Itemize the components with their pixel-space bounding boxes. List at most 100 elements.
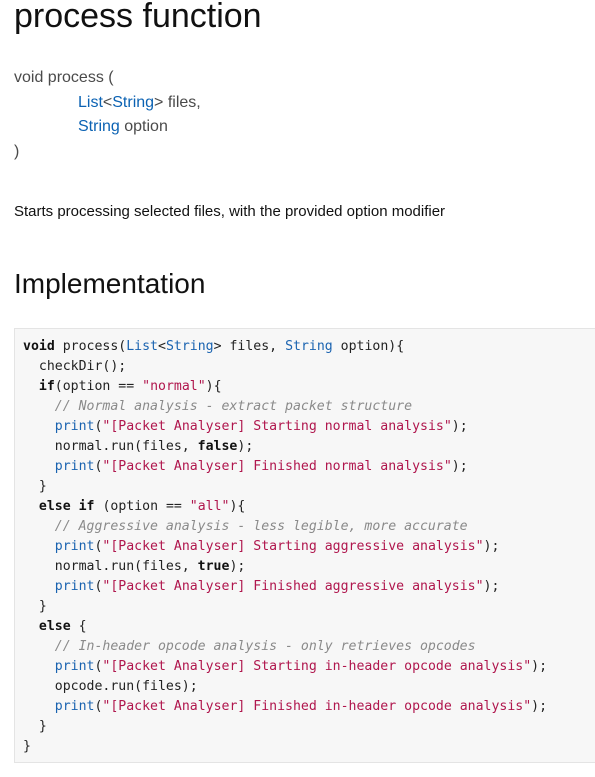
code-text	[23, 699, 55, 714]
code-text	[23, 659, 55, 674]
code-line: // In-header opcode analysis - only retr…	[23, 637, 595, 657]
code-line: }	[23, 597, 595, 617]
code-string: "normal"	[142, 379, 206, 394]
code-text	[23, 639, 55, 654]
code-text	[23, 459, 55, 474]
code-keyword: true	[197, 559, 230, 574]
code-line: print("[Packet Analyser] Starting aggres…	[23, 537, 595, 557]
code-text: );	[531, 659, 548, 674]
signature-open: void process (	[14, 69, 114, 86]
code-line: normal.run(files, true);	[23, 557, 595, 577]
code-line: print("[Packet Analyser] Finished in-hea…	[23, 697, 595, 717]
code-type: String	[165, 339, 214, 354]
code-text: process(	[54, 339, 127, 354]
param-name-files: files,	[163, 93, 201, 111]
code-text	[23, 399, 55, 414]
code-text	[23, 539, 55, 554]
param-name-option: option	[119, 118, 168, 135]
code-text: }	[23, 719, 47, 734]
code-text: );	[483, 539, 500, 554]
code-text: ){	[229, 499, 246, 514]
code-text: (	[94, 579, 103, 594]
code-line: if(option == "normal"){	[23, 377, 595, 397]
code-text	[23, 499, 39, 514]
code-text: (option ==	[94, 499, 190, 514]
code-text	[23, 619, 39, 634]
code-line: checkDir();	[23, 357, 595, 377]
code-keyword: else	[38, 619, 71, 634]
code-text: > files,	[213, 339, 286, 354]
code-text: <	[158, 339, 166, 354]
code-line: }	[23, 477, 595, 497]
code-comment: // Normal analysis - extract packet stru…	[54, 399, 413, 414]
code-text: );	[229, 559, 246, 574]
code-line: print("[Packet Analyser] Starting normal…	[23, 417, 595, 437]
code-string: "[Packet Analyser] Starting aggressive a…	[102, 539, 484, 554]
code-string: "[Packet Analyser] Starting in-header op…	[102, 659, 532, 674]
code-text	[23, 419, 55, 434]
code-text: }	[23, 739, 31, 754]
code-comment: // Aggressive analysis - less legible, m…	[54, 519, 468, 534]
code-block: void process(List<String> files, String …	[14, 328, 595, 763]
code-line: else {	[23, 617, 595, 637]
code-line: print("[Packet Analyser] Starting in-hea…	[23, 657, 595, 677]
code-text: (	[94, 419, 103, 434]
code-text: {	[70, 619, 87, 634]
code-type: String	[285, 339, 333, 354]
code-text	[23, 519, 55, 534]
code-line: }	[23, 737, 595, 757]
list-type-link[interactable]: List	[78, 93, 103, 111]
code-text: (	[94, 659, 103, 674]
code-text	[71, 499, 79, 514]
code-keyword: else	[38, 499, 71, 514]
code-text: opcode.run(files);	[23, 679, 198, 694]
code-text	[23, 379, 39, 394]
code-function: print	[54, 659, 95, 674]
code-string: "[Packet Analyser] Finished aggressive a…	[102, 579, 484, 594]
code-line: normal.run(files, false);	[23, 437, 595, 457]
signature-param-option: String option	[14, 115, 201, 140]
code-line: print("[Packet Analyser] Finished normal…	[23, 457, 595, 477]
code-text: }	[23, 479, 47, 494]
function-description: Starts processing selected files, with t…	[14, 203, 446, 220]
implementation-heading: Implementation	[14, 268, 206, 299]
code-keyword: false	[197, 439, 238, 454]
code-line: opcode.run(files);	[23, 677, 595, 697]
code-text: (	[94, 539, 103, 554]
code-text: ){	[205, 379, 222, 394]
code-text: );	[531, 699, 548, 714]
type-bracket-open: <	[102, 93, 113, 111]
type-bracket-close: >	[154, 93, 164, 111]
code-text: }	[23, 599, 47, 614]
code-text: );	[237, 439, 254, 454]
code-line: }	[23, 717, 595, 737]
code-text: option){	[332, 339, 405, 354]
code-line: // Normal analysis - extract packet stru…	[23, 397, 595, 417]
string-type-link[interactable]: String	[112, 93, 155, 111]
code-keyword: if	[38, 379, 55, 394]
code-text: (	[94, 459, 103, 474]
page-title: process function	[14, 0, 262, 35]
code-line: else if (option == "all"){	[23, 497, 595, 517]
code-comment: // In-header opcode analysis - only retr…	[54, 639, 476, 654]
code-function: print	[54, 459, 95, 474]
code-text: normal.run(files,	[23, 559, 198, 574]
code-text: normal.run(files,	[23, 439, 198, 454]
code-keyword: if	[78, 499, 95, 514]
string-type-link[interactable]: String	[78, 118, 120, 135]
code-text: );	[451, 419, 468, 434]
code-text: (	[94, 699, 103, 714]
code-string: "[Packet Analyser] Finished normal analy…	[102, 459, 452, 474]
signature-param-files: List<String> files,	[14, 91, 201, 116]
code-string: "[Packet Analyser] Starting normal analy…	[102, 419, 452, 434]
code-function: print	[54, 539, 95, 554]
signature-close: )	[14, 142, 20, 160]
code-function: print	[54, 579, 95, 594]
function-signature: void process ( List<String> files, Strin…	[14, 66, 201, 164]
code-line: void process(List<String> files, String …	[23, 337, 595, 357]
code-text: (option ==	[54, 379, 143, 394]
code-keyword: void	[23, 339, 55, 354]
code-function: print	[54, 419, 95, 434]
code-text: checkDir();	[23, 359, 127, 374]
code-text: );	[451, 459, 468, 474]
